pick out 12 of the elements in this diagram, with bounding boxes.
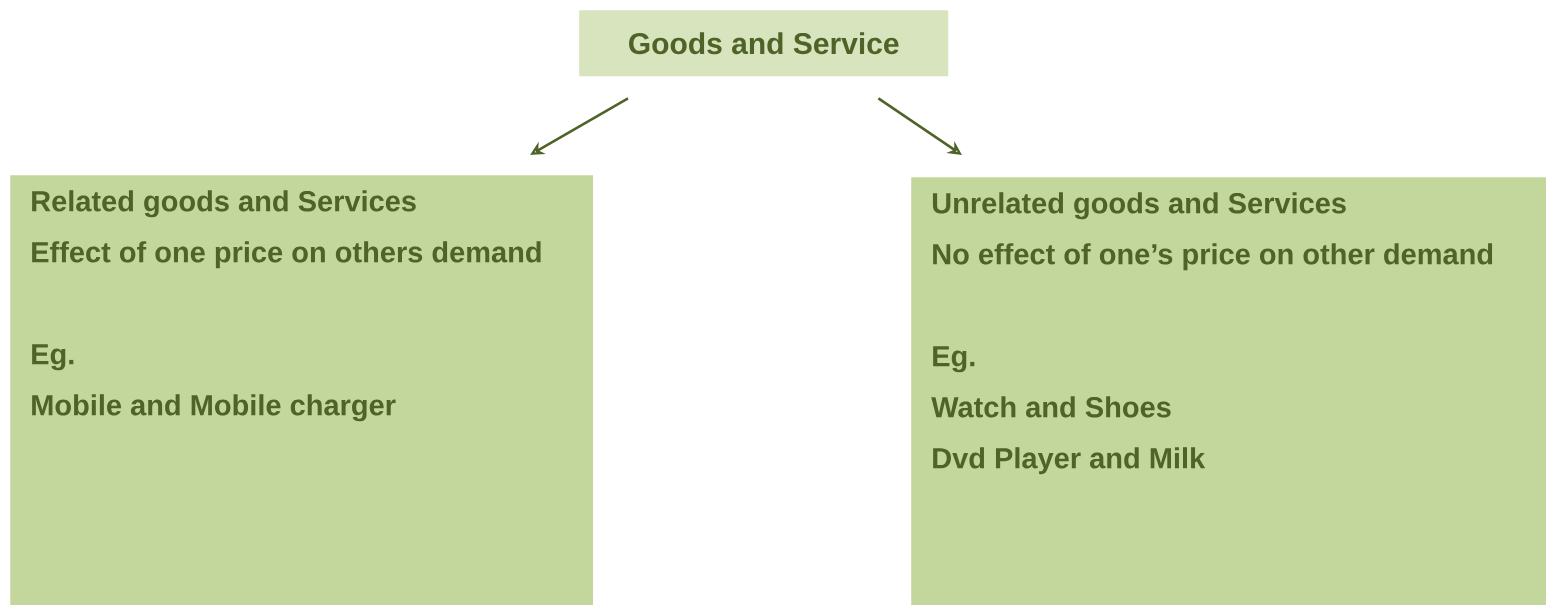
text-box xyxy=(10,175,594,605)
title-box: Goods and Service xyxy=(579,10,949,77)
text-line: No effect of one’s price on other demand xyxy=(933,243,1493,271)
text-line: Dvd Player and Milk xyxy=(933,447,1206,475)
text-line: Related goods and Services xyxy=(32,190,416,218)
text-line: Effect of one price on others demand xyxy=(32,241,541,269)
text-box xyxy=(911,177,1546,605)
text-line: Mobile and Mobile charger xyxy=(32,394,396,422)
text-line: Eg. xyxy=(933,346,975,373)
text-line: Eg. xyxy=(32,344,74,371)
text-line: Watch and Shoes xyxy=(931,396,1171,418)
text-line: Unrelated goods and Services xyxy=(932,192,1346,220)
